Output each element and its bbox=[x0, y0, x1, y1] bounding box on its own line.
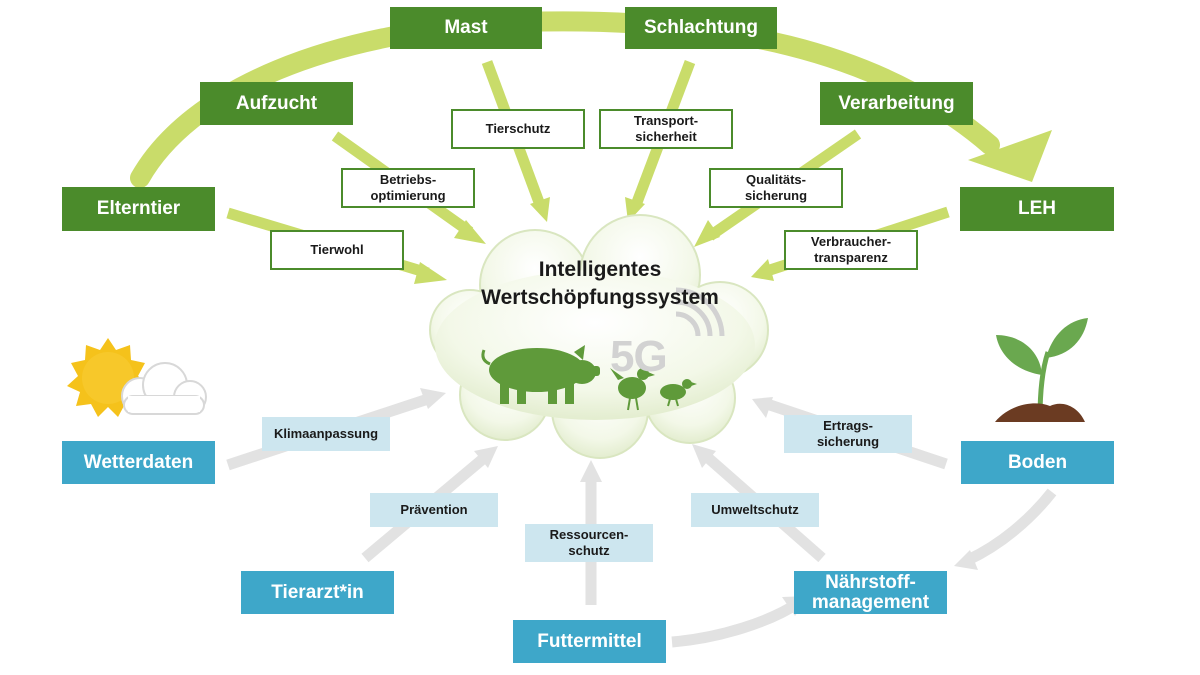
node-verarbeitung[interactable]: Verarbeitung bbox=[820, 82, 973, 125]
seedling-icon bbox=[995, 318, 1088, 422]
label-ertragssicherung: Ertrags- sicherung bbox=[784, 415, 912, 453]
label-qualitaetssicherung: Qualitäts- sicherung bbox=[709, 168, 843, 208]
node-elterntier[interactable]: Elterntier bbox=[62, 187, 215, 231]
label-tierschutz: Tierschutz bbox=[451, 109, 585, 149]
label-tierwohl: Tierwohl bbox=[270, 230, 404, 270]
label-transportsicherheit: Transport- sicherheit bbox=[599, 109, 733, 149]
node-aufzucht[interactable]: Aufzucht bbox=[200, 82, 353, 125]
label-klimaanpassung: Klimaanpassung bbox=[262, 417, 390, 451]
label-betriebsoptimierung: Betriebs- optimierung bbox=[341, 168, 475, 208]
label-praevention: Prävention bbox=[370, 493, 498, 527]
hen-icon bbox=[610, 368, 655, 411]
node-leh[interactable]: LEH bbox=[960, 187, 1114, 231]
network-badge: 5G bbox=[610, 332, 668, 381]
label-verbrauchertransparenz: Verbraucher- transparenz bbox=[784, 230, 918, 270]
node-futtermittel[interactable]: Futtermittel bbox=[513, 620, 666, 663]
signal-icon bbox=[675, 287, 725, 337]
sun-cloud-icon bbox=[67, 338, 207, 417]
node-wetterdaten[interactable]: Wetterdaten bbox=[62, 441, 215, 484]
node-naehrstoffmanagement[interactable]: Nährstoff- management bbox=[794, 571, 947, 614]
node-tierarzt[interactable]: Tierarzt*in bbox=[241, 571, 394, 614]
center-title: Intelligentes Wertschöpfungssystem bbox=[481, 258, 719, 309]
node-boden[interactable]: Boden bbox=[961, 441, 1114, 484]
chick-icon bbox=[660, 379, 697, 407]
central-cloud bbox=[429, 214, 769, 459]
value-chain-arrowhead bbox=[968, 130, 1052, 182]
pig-icon bbox=[481, 345, 600, 404]
node-schlachtung[interactable]: Schlachtung bbox=[625, 7, 777, 49]
node-mast[interactable]: Mast bbox=[390, 7, 542, 49]
label-ressourcenschutz: Ressourcen- schutz bbox=[525, 524, 653, 562]
label-umweltschutz: Umweltschutz bbox=[691, 493, 819, 527]
